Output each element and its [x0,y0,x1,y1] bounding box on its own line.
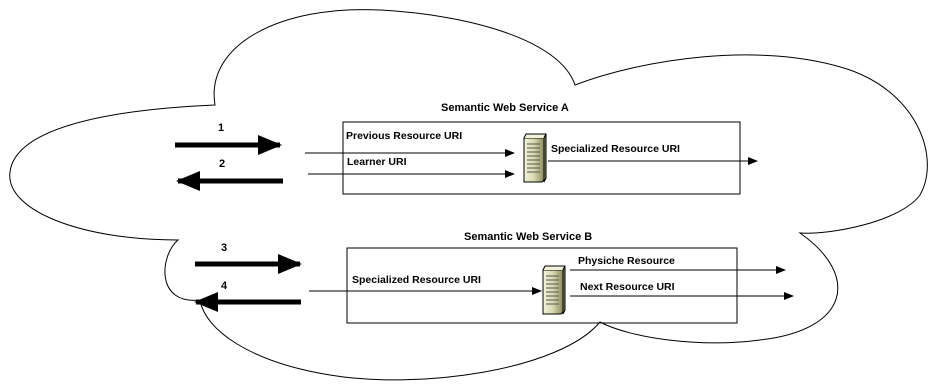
service-b-output-label-1: Physiche Resource [578,255,675,267]
service-b-input-label: Specialized Resource URI [352,274,481,286]
service-b-server-icon [542,265,566,315]
step-3-label: 3 [221,242,227,254]
service-a-server-icon [523,133,547,183]
step-1-label: 1 [218,122,224,134]
cloud-boundary [9,9,928,381]
step-4-label: 4 [221,280,228,292]
service-b-output-label-2: Next Resource URI [580,281,675,293]
service-a-title: Semantic Web Service A [441,102,569,114]
service-a-input-label-1: Previous Resource URI [346,130,462,142]
service-a-box [342,121,741,195]
service-b-box [346,247,738,324]
service-a-input-label-2: Learner URI [347,156,407,168]
service-a-output-label: Specialized Resource URI [551,143,680,155]
step-2-label: 2 [219,158,225,170]
service-b-title: Semantic Web Service B [464,231,592,243]
